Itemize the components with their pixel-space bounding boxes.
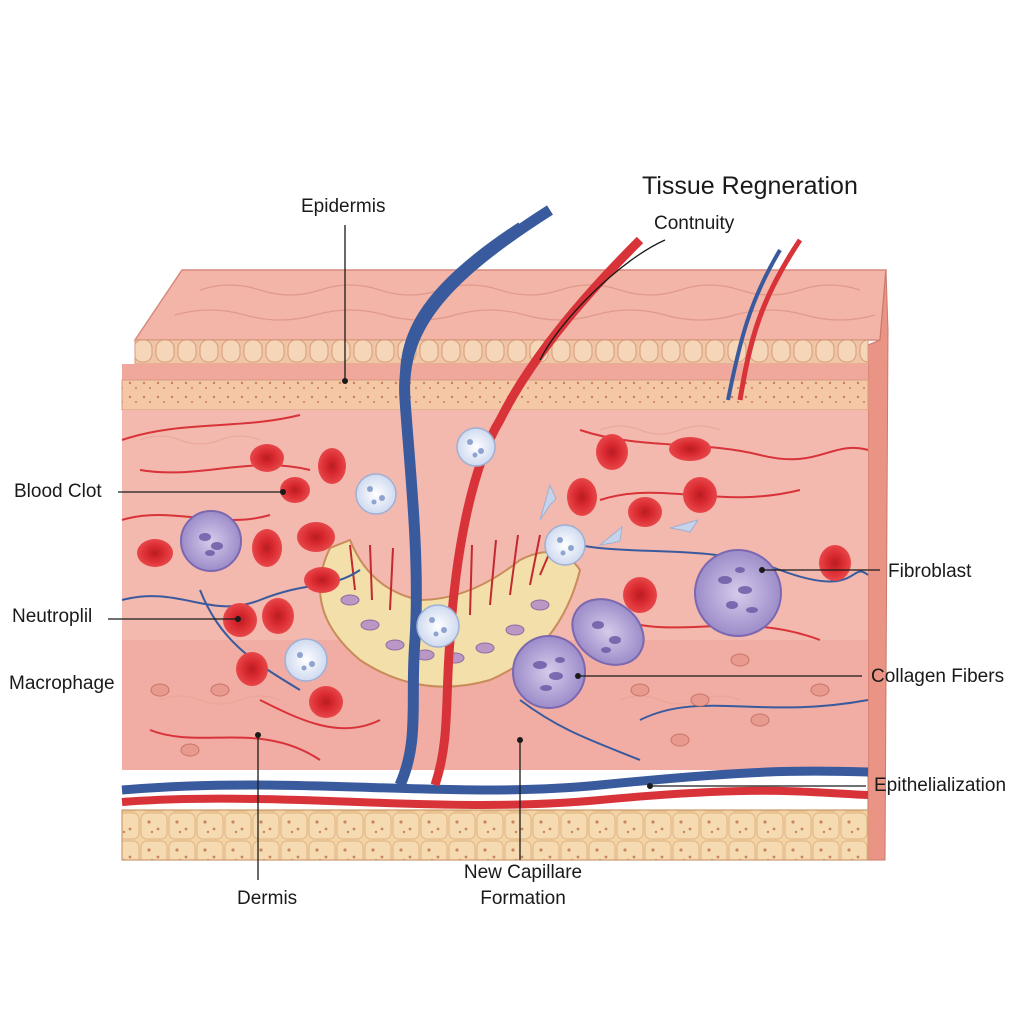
macrophage-cell-icon bbox=[512, 635, 586, 709]
block-side-face bbox=[867, 269, 889, 861]
white-blood-cell-icon bbox=[355, 473, 397, 515]
white-blood-cell-icon bbox=[544, 524, 586, 566]
label-new-capillare-line1: New Capillare bbox=[463, 862, 583, 883]
red-blood-cell-icon bbox=[297, 522, 335, 552]
dermal-cells bbox=[150, 653, 830, 757]
white-blood-cell-icon bbox=[416, 604, 460, 648]
cell-nuclei bbox=[199, 533, 758, 691]
artery-small-branch bbox=[737, 238, 803, 401]
red-blood-cell-icon bbox=[250, 444, 284, 472]
label-epithelialization: Epithelialization bbox=[874, 775, 1007, 796]
red-blood-cell-icon bbox=[280, 477, 310, 503]
diagram-title: Tissue Regneration bbox=[642, 172, 858, 200]
red-blood-cell-icon bbox=[683, 477, 717, 513]
white-blood-cell-icon bbox=[456, 427, 496, 467]
label-blood-clot: Blood Clot bbox=[14, 481, 102, 502]
label-fibroblast: Fibroblast bbox=[888, 561, 972, 582]
main-artery bbox=[121, 786, 869, 809]
red-blood-cells bbox=[137, 434, 851, 718]
main-vein bbox=[121, 766, 869, 795]
label-dermis: Dermis bbox=[237, 888, 298, 909]
leader-lines bbox=[108, 225, 880, 880]
red-blood-cell-icon bbox=[669, 437, 711, 461]
red-blood-cell-icon bbox=[309, 686, 343, 718]
leader-line-contnuity bbox=[539, 239, 666, 361]
red-blood-cell-icon bbox=[304, 567, 340, 593]
red-blood-cell-icon bbox=[318, 448, 346, 484]
label-epidermis: Epidermis bbox=[301, 196, 386, 217]
red-blood-cell-icon bbox=[567, 478, 597, 516]
vein-branch bbox=[399, 222, 522, 401]
leader-dots bbox=[235, 378, 765, 789]
surface-texture bbox=[174, 284, 876, 321]
red-blood-cell-icon bbox=[252, 529, 282, 567]
macrophage-cell-icon bbox=[571, 598, 645, 666]
epidermis-pink-band bbox=[122, 364, 868, 380]
fibroblast-cell-icon bbox=[694, 549, 782, 637]
red-blood-cell-icon bbox=[819, 545, 851, 581]
red-blood-cell-icon bbox=[623, 577, 657, 613]
red-blood-cell-icon bbox=[236, 652, 268, 686]
white-blood-cell-icon bbox=[284, 638, 328, 682]
hypodermis-fat-layer bbox=[121, 809, 869, 861]
migration-arrows bbox=[539, 483, 700, 546]
white-blood-cells bbox=[284, 427, 586, 682]
label-macrophage: Macrophage bbox=[9, 673, 115, 694]
vein-trunk bbox=[394, 205, 553, 788]
label-neutroplil: Neutroplil bbox=[12, 606, 93, 627]
white-blood-cell-granules bbox=[297, 439, 574, 671]
stratum-cells bbox=[134, 339, 869, 365]
macrophage-cell-icon bbox=[180, 510, 242, 572]
epidermis-basal-layer bbox=[121, 379, 869, 411]
red-blood-cell-icon bbox=[262, 598, 294, 634]
label-collagen-fibers: Collagen Fibers bbox=[871, 666, 1005, 687]
label-new-capillare-line2: Formation bbox=[480, 888, 566, 909]
red-blood-cell-icon bbox=[596, 434, 628, 470]
label-contnuity: Contnuity bbox=[654, 213, 735, 234]
sprouting-capillaries bbox=[349, 534, 556, 616]
red-blood-cell-icon bbox=[137, 539, 173, 567]
red-blood-cell-icon bbox=[628, 497, 662, 527]
vein-small-branch bbox=[726, 248, 782, 401]
label-new-capillare-formation: New Capillare Formation bbox=[458, 862, 588, 910]
